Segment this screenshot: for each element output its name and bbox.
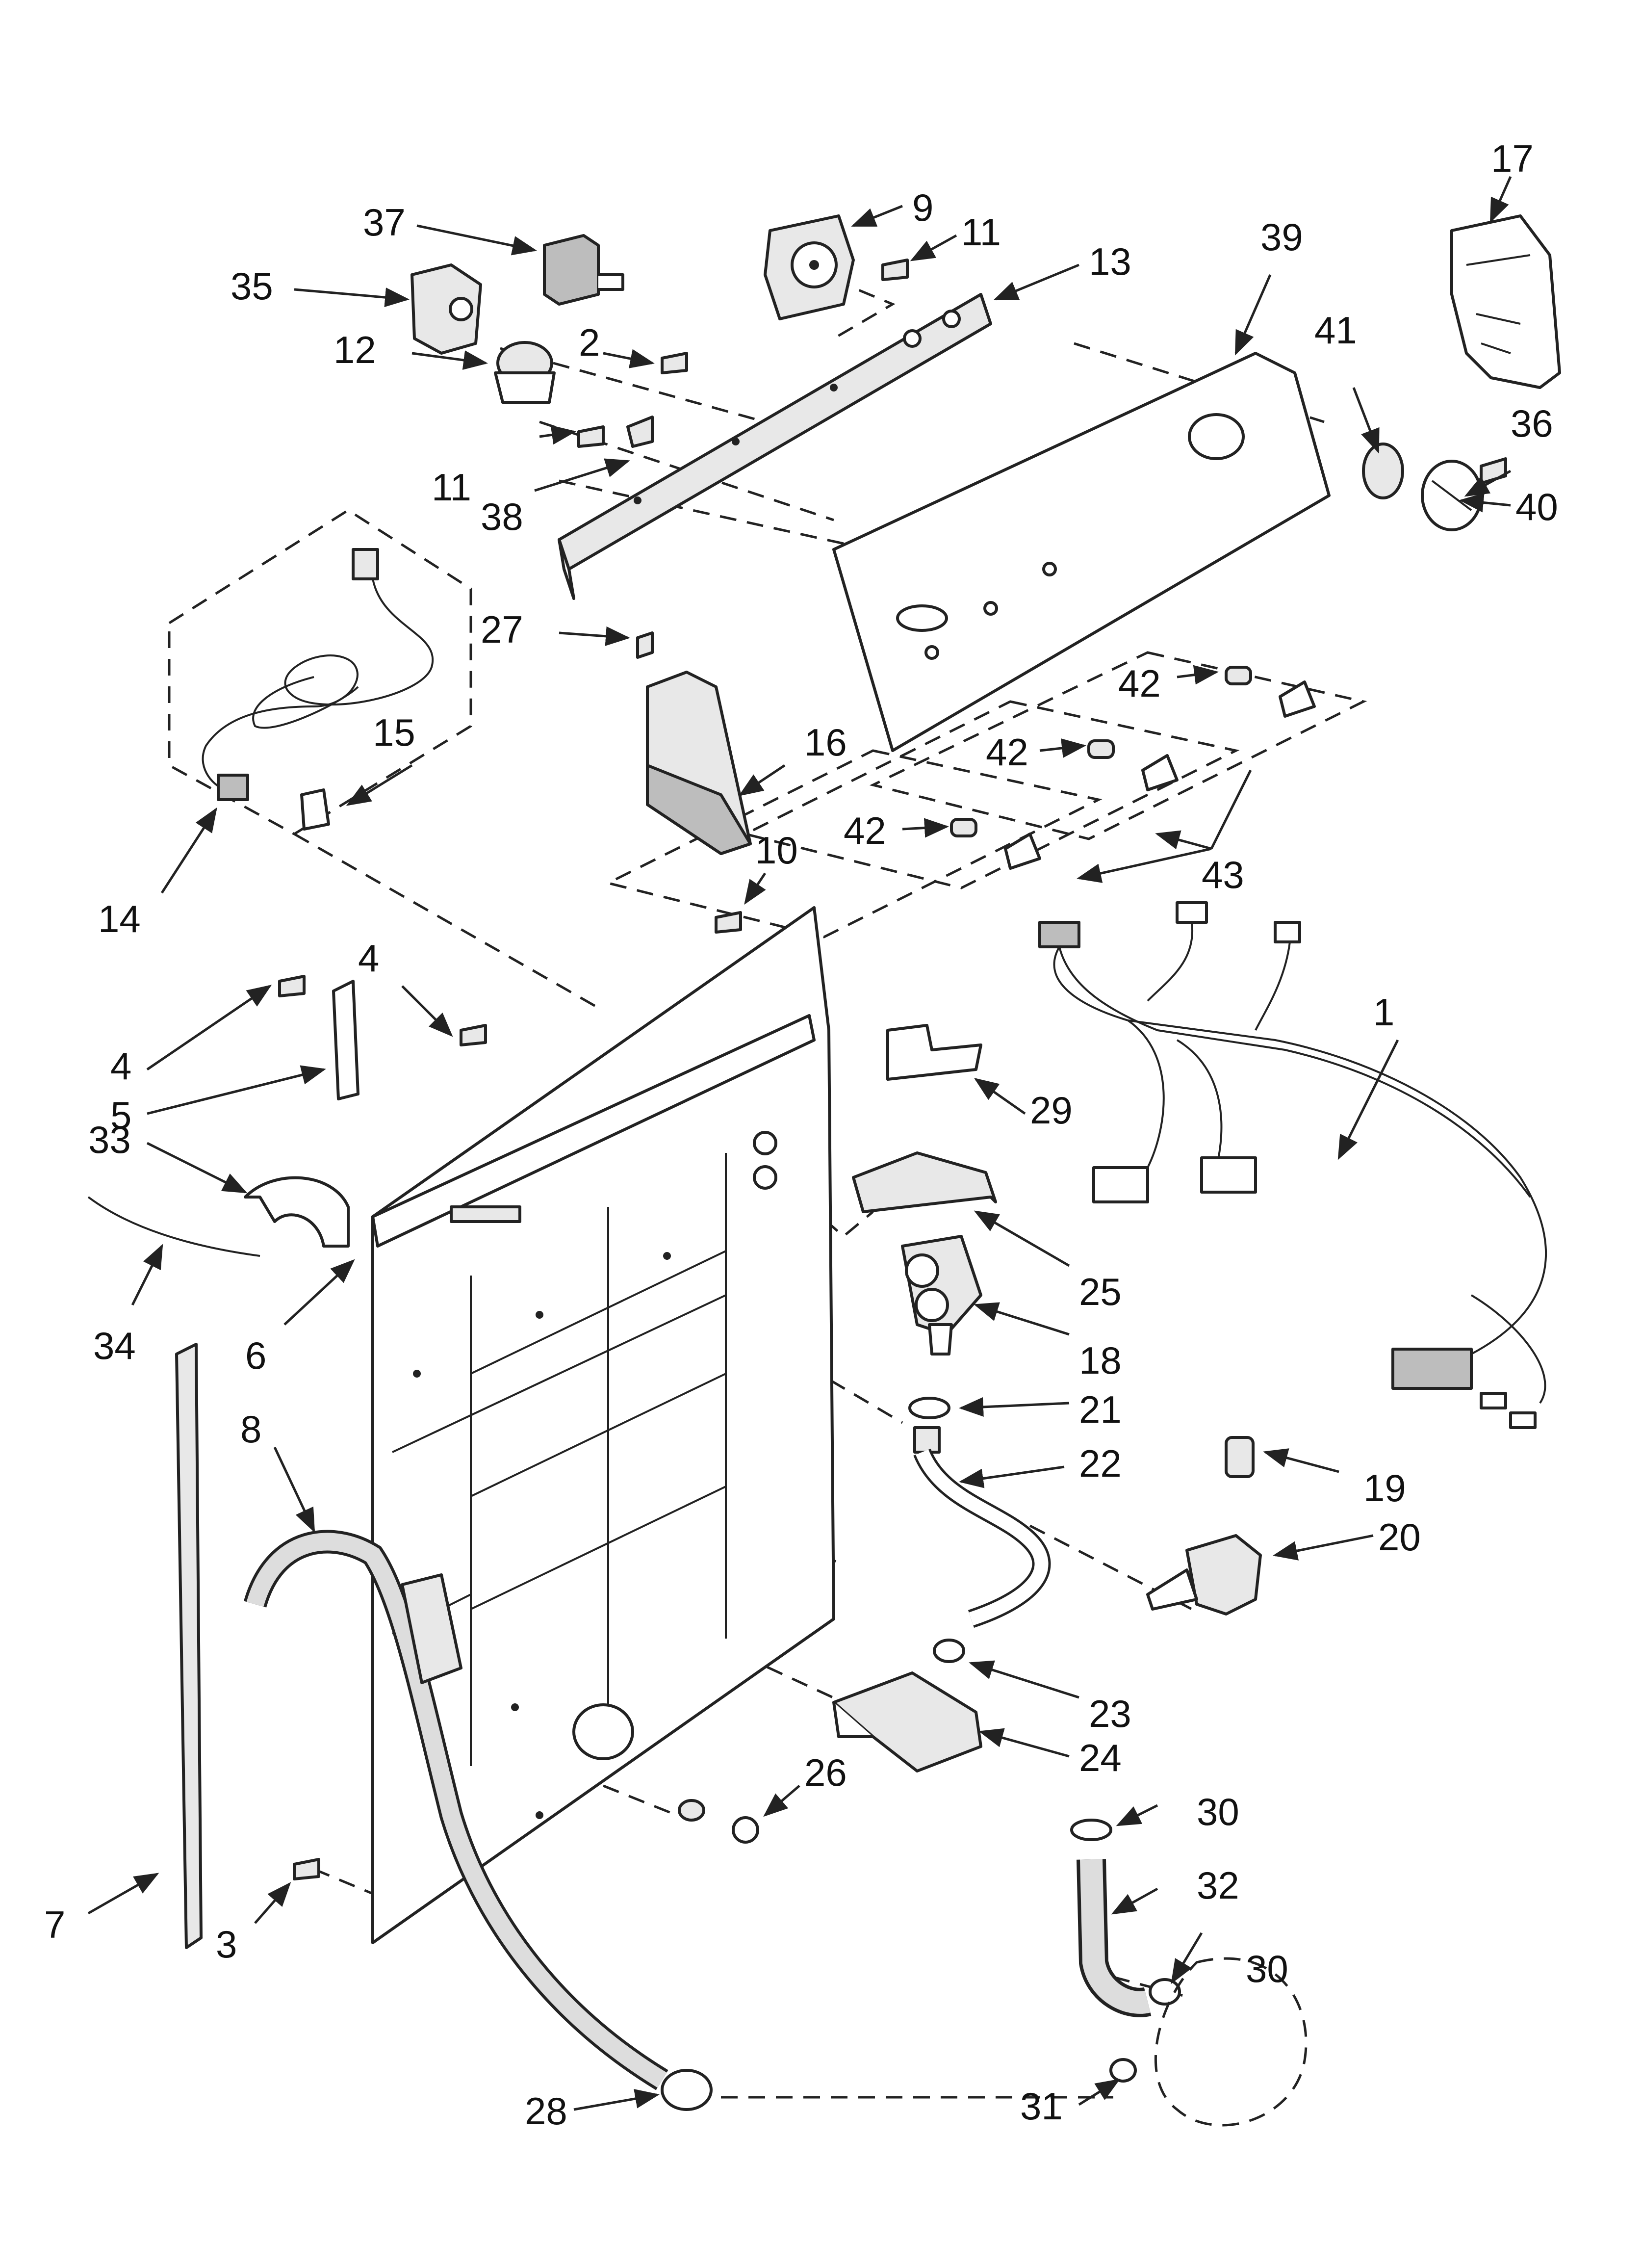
side-trim-strip [175, 1343, 203, 1949]
callout-38: 38 [481, 495, 523, 538]
callout-39: 39 [1260, 215, 1303, 259]
wire-bracket [886, 1024, 982, 1081]
callout-4-top: 4 [358, 937, 379, 980]
callout-6: 6 [245, 1334, 266, 1377]
callout-41: 41 [1314, 309, 1357, 352]
cable-tie [87, 1196, 260, 1257]
callout-9: 9 [912, 186, 933, 229]
callout-labels: 1 2 3 4 4 5 6 7 8 9 10 11 11 12 13 14 15… [44, 137, 1558, 2133]
callout-42-bottom: 42 [844, 809, 886, 852]
hose-clamp-small [933, 1639, 965, 1663]
callout-14: 14 [98, 897, 141, 940]
timer-knob-assembly [1362, 443, 1483, 531]
callout-20: 20 [1378, 1515, 1421, 1559]
callout-12: 12 [334, 328, 376, 371]
wire-harness [1038, 901, 1547, 1429]
timer-motor [764, 214, 855, 320]
callout-7: 7 [44, 1903, 65, 1946]
access-plug [678, 1799, 759, 1844]
callout-10: 10 [755, 829, 798, 872]
callout-43: 43 [1202, 853, 1244, 896]
rear-panel [371, 906, 835, 1944]
callout-16: 16 [804, 721, 847, 764]
console-panel [832, 352, 1331, 752]
drain-hose-clamp [661, 2069, 713, 2111]
callout-28: 28 [525, 2089, 567, 2133]
callout-26: 26 [804, 1751, 847, 1794]
callout-29: 29 [1030, 1089, 1073, 1132]
callout-30-bottom: 30 [1246, 1947, 1288, 1990]
callout-21: 21 [1079, 1388, 1122, 1431]
callout-40: 40 [1515, 485, 1558, 528]
callout-19: 19 [1363, 1466, 1406, 1510]
callout-42-mid: 42 [986, 730, 1028, 774]
power-cord [202, 548, 434, 831]
callout-15: 15 [373, 711, 415, 754]
fill-hose [913, 1426, 1051, 1628]
pump-motor [1146, 1436, 1262, 1616]
strap [332, 980, 359, 1100]
leader-lines [87, 176, 1512, 2111]
callout-1: 1 [1373, 991, 1394, 1034]
console-end-cap [646, 671, 752, 855]
callout-37: 37 [363, 201, 406, 244]
callout-22: 22 [1079, 1442, 1122, 1485]
water-inlet-valve [901, 1235, 982, 1356]
callout-34: 34 [93, 1324, 136, 1367]
callout-32: 32 [1197, 1864, 1239, 1907]
inlet-shield [852, 1151, 997, 1213]
callout-23: 23 [1089, 1692, 1131, 1735]
callout-2: 2 [579, 321, 600, 364]
drain-hose [243, 1530, 668, 2090]
callout-36: 36 [1511, 402, 1553, 445]
callout-8: 8 [240, 1408, 261, 1451]
callout-33: 33 [88, 1118, 131, 1161]
console-bracket [558, 293, 992, 600]
screws [278, 259, 1507, 1880]
callout-30-top: 30 [1197, 1790, 1239, 1833]
callout-5: 5 [110, 1094, 131, 1137]
callout-3: 3 [216, 1923, 237, 1966]
callout-4-left: 4 [110, 1044, 131, 1088]
hose-clip [244, 1176, 350, 1248]
pressure-switch [494, 341, 556, 404]
callout-18: 18 [1079, 1339, 1122, 1382]
callout-11-top: 11 [961, 210, 1001, 254]
callout-13: 13 [1089, 240, 1131, 283]
callout-11-left: 11 [432, 466, 471, 509]
selector-knobs [950, 666, 1316, 870]
callout-27: 27 [481, 608, 523, 651]
hose-clamp [908, 1397, 950, 1419]
dispenser-bracket [832, 1671, 982, 1773]
callout-35: 35 [231, 264, 273, 308]
pump-hose [1070, 1819, 1308, 2127]
selector-switch [543, 234, 624, 306]
lid-switch-housing [1450, 214, 1561, 389]
water-level-switch [410, 263, 482, 355]
callout-31: 31 [1020, 2085, 1063, 2128]
callout-24: 24 [1079, 1736, 1122, 1779]
callout-42-top: 42 [1118, 662, 1161, 705]
callout-25: 25 [1079, 1270, 1122, 1313]
callout-17: 17 [1491, 137, 1534, 180]
